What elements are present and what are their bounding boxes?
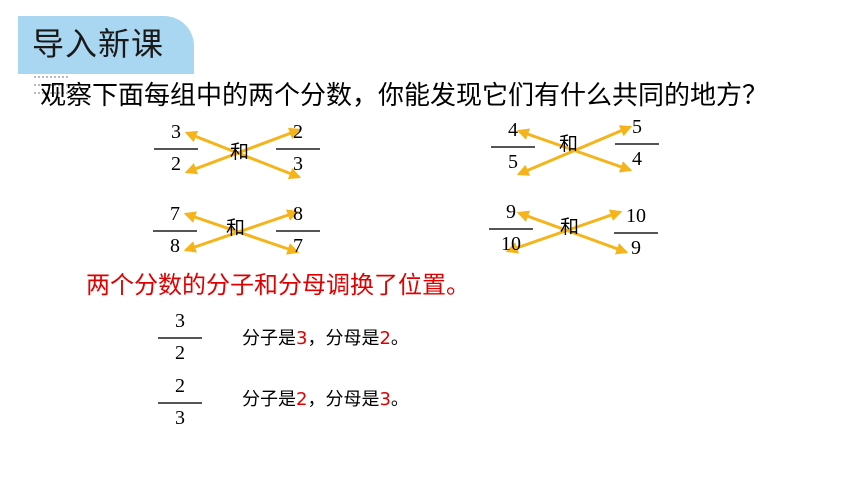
swap-arrow bbox=[184, 127, 302, 175]
fraction-bar bbox=[491, 146, 535, 148]
fraction-bar bbox=[276, 230, 320, 232]
numerator: 4 bbox=[508, 119, 518, 141]
denominator: 7 bbox=[293, 235, 303, 257]
denominator: 2 bbox=[175, 342, 185, 364]
denominator-value: 3 bbox=[379, 389, 391, 410]
numerator: 9 bbox=[506, 201, 516, 223]
example-suffix: 。 bbox=[390, 328, 409, 349]
fraction-bar bbox=[614, 232, 658, 234]
numerator: 8 bbox=[293, 203, 303, 225]
example-suffix: 。 bbox=[390, 389, 409, 410]
section-title: 导入新课 bbox=[32, 25, 165, 63]
fraction-bar bbox=[153, 230, 197, 232]
fraction-bar bbox=[158, 337, 202, 339]
example-prefix: 分子是 bbox=[242, 389, 296, 410]
conjunction-label: 和 bbox=[560, 216, 580, 238]
dotted-divider bbox=[34, 76, 68, 80]
numerator-value: 2 bbox=[296, 389, 308, 410]
denominator: 10 bbox=[501, 233, 521, 255]
example-description: 分子是2，分母是3。 bbox=[242, 389, 409, 411]
swap-arrow bbox=[183, 209, 300, 253]
dotted-divider bbox=[34, 92, 68, 96]
numerator: 3 bbox=[171, 121, 181, 143]
swap-arrow bbox=[516, 125, 633, 176]
example-mid: ，分母是 bbox=[307, 389, 380, 410]
fraction-bar bbox=[489, 228, 533, 230]
fraction-bar bbox=[154, 148, 198, 150]
denominator: 3 bbox=[175, 407, 185, 429]
example-description: 分子是3，分母是2。 bbox=[242, 328, 409, 350]
example-mid: ，分母是 bbox=[307, 328, 380, 349]
denominator: 8 bbox=[170, 235, 180, 257]
numerator: 2 bbox=[293, 121, 303, 143]
denominator: 5 bbox=[508, 151, 518, 173]
conclusion-text: 两个分数的分子和分母调换了位置。 bbox=[86, 271, 470, 299]
question-text: 观察下面每组中的两个分数，你能发现它们有什么共同的地方？ bbox=[40, 81, 769, 111]
fraction-bar bbox=[276, 148, 320, 150]
denominator: 2 bbox=[171, 153, 181, 175]
denominator: 9 bbox=[631, 237, 641, 259]
numerator: 3 bbox=[175, 310, 185, 332]
fraction-bar bbox=[615, 143, 659, 145]
denominator: 4 bbox=[632, 148, 642, 170]
numerator: 5 bbox=[632, 116, 642, 138]
numerator-value: 3 bbox=[296, 328, 308, 349]
numerator: 2 bbox=[175, 375, 185, 397]
numerator: 10 bbox=[626, 205, 646, 227]
denominator-value: 2 bbox=[379, 328, 391, 349]
section-badge bbox=[18, 16, 194, 74]
dotted-divider bbox=[34, 84, 68, 88]
conjunction-label: 和 bbox=[230, 141, 250, 163]
conjunction-label: 和 bbox=[226, 217, 246, 239]
fraction-bar bbox=[158, 402, 202, 404]
swap-arrow bbox=[505, 209, 623, 254]
conjunction-label: 和 bbox=[559, 133, 579, 155]
numerator: 7 bbox=[170, 203, 180, 225]
example-prefix: 分子是 bbox=[242, 328, 296, 349]
denominator: 3 bbox=[293, 153, 303, 175]
